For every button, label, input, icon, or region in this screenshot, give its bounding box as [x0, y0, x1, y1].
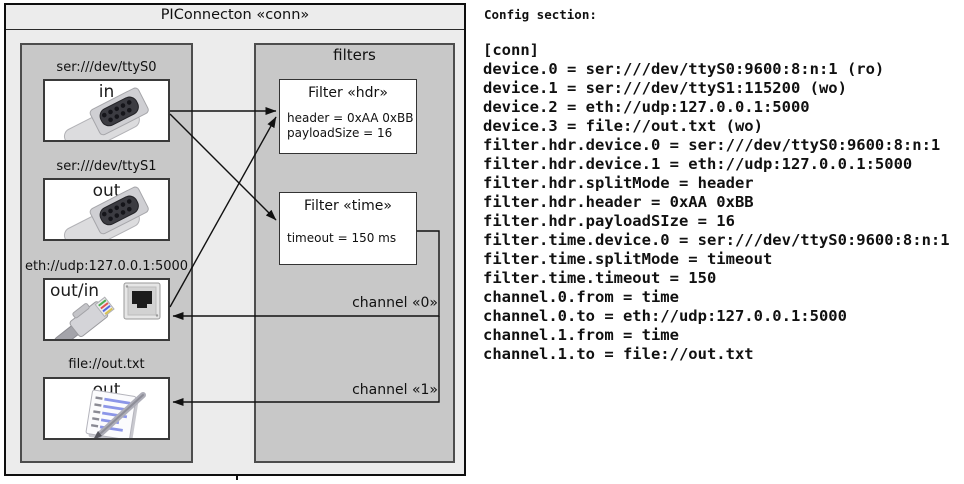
channel-1-label: channel «1»	[352, 382, 438, 398]
frame-bottom-tick	[236, 474, 238, 480]
filter-time-title: Filter «time»	[304, 198, 392, 214]
channel-0-label: channel «0»	[352, 295, 438, 311]
device-box-eth: out/in	[43, 278, 170, 341]
device-box-file: out	[43, 377, 170, 440]
notepad-pen-icon	[85, 389, 146, 438]
filter-hdr-prop-payload: payloadSize = 16	[287, 126, 393, 140]
filters-panel-title: filters	[333, 46, 376, 64]
diagram-title: PIConnecton «conn»	[160, 7, 310, 23]
serial-connector-icon	[63, 87, 149, 140]
device-direction: in	[98, 82, 115, 102]
device-direction: out/in	[50, 281, 100, 301]
device-box-ttyS1: out	[43, 178, 170, 241]
filter-hdr-box: Filter «hdr» header = 0xAA 0xBB payloadS…	[279, 79, 417, 154]
device-direction: out	[92, 181, 121, 201]
device-uri-ttyS0: ser:///dev/ttyS0	[56, 60, 157, 75]
device-uri-ttyS1: ser:///dev/ttyS1	[56, 159, 157, 174]
ethernet-connector-icon	[53, 282, 161, 339]
filter-hdr-title: Filter «hdr»	[308, 85, 388, 101]
filter-hdr-prop-header: header = 0xAA 0xBB	[287, 111, 414, 125]
filter-time-prop-timeout: timeout = 150 ms	[287, 231, 397, 245]
device-uri-eth: eth://udp:127.0.0.1:5000	[24, 259, 189, 274]
title-separator	[6, 29, 464, 30]
device-uri-file: file://out.txt	[68, 357, 145, 372]
filter-time-box: Filter «time» timeout = 150 ms	[279, 192, 417, 265]
config-section-heading: Config section:	[484, 7, 597, 22]
device-box-ttyS0: in	[43, 79, 170, 142]
serial-connector-icon	[63, 186, 149, 239]
config-text: [conn] device.0 = ser:///dev/ttyS0:9600:…	[483, 41, 950, 363]
